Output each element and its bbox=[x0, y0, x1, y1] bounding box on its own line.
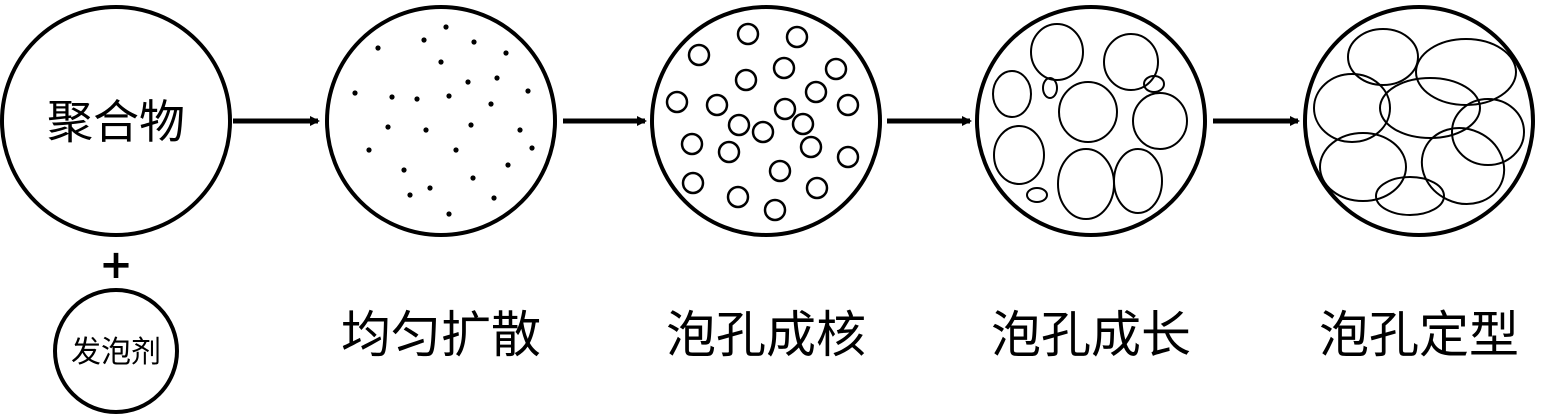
nucleated-bubbles bbox=[665, 22, 860, 222]
blowing-agent-stage: 发泡剂 bbox=[53, 288, 179, 414]
setting-circle bbox=[1303, 5, 1535, 237]
growing-bubbles bbox=[992, 23, 1188, 220]
diffusion-label: 均匀扩散 bbox=[341, 306, 541, 364]
dissolved-gas-dots bbox=[352, 24, 535, 217]
diffusion-circle bbox=[325, 5, 557, 237]
nucleation-stage bbox=[650, 5, 882, 237]
setting-label: 泡孔定型 bbox=[1319, 306, 1519, 364]
polymer-stage: 聚合物 bbox=[0, 5, 232, 237]
blowing-agent-label: 发泡剂 bbox=[71, 335, 161, 370]
setting-stage bbox=[1303, 5, 1535, 237]
diffusion-stage bbox=[325, 5, 557, 237]
nucleation-circle bbox=[650, 5, 882, 237]
blowing-agent-circle bbox=[53, 288, 179, 414]
growth-label: 泡孔成长 bbox=[991, 306, 1191, 364]
growth-circle bbox=[975, 5, 1207, 237]
plus-symbol: + bbox=[99, 242, 133, 288]
polymer-label: 聚合物 bbox=[47, 95, 185, 149]
set-cells bbox=[1313, 28, 1525, 216]
growth-stage bbox=[975, 5, 1207, 237]
polymer-circle bbox=[0, 5, 232, 237]
nucleation-label: 泡孔成核 bbox=[666, 306, 866, 364]
